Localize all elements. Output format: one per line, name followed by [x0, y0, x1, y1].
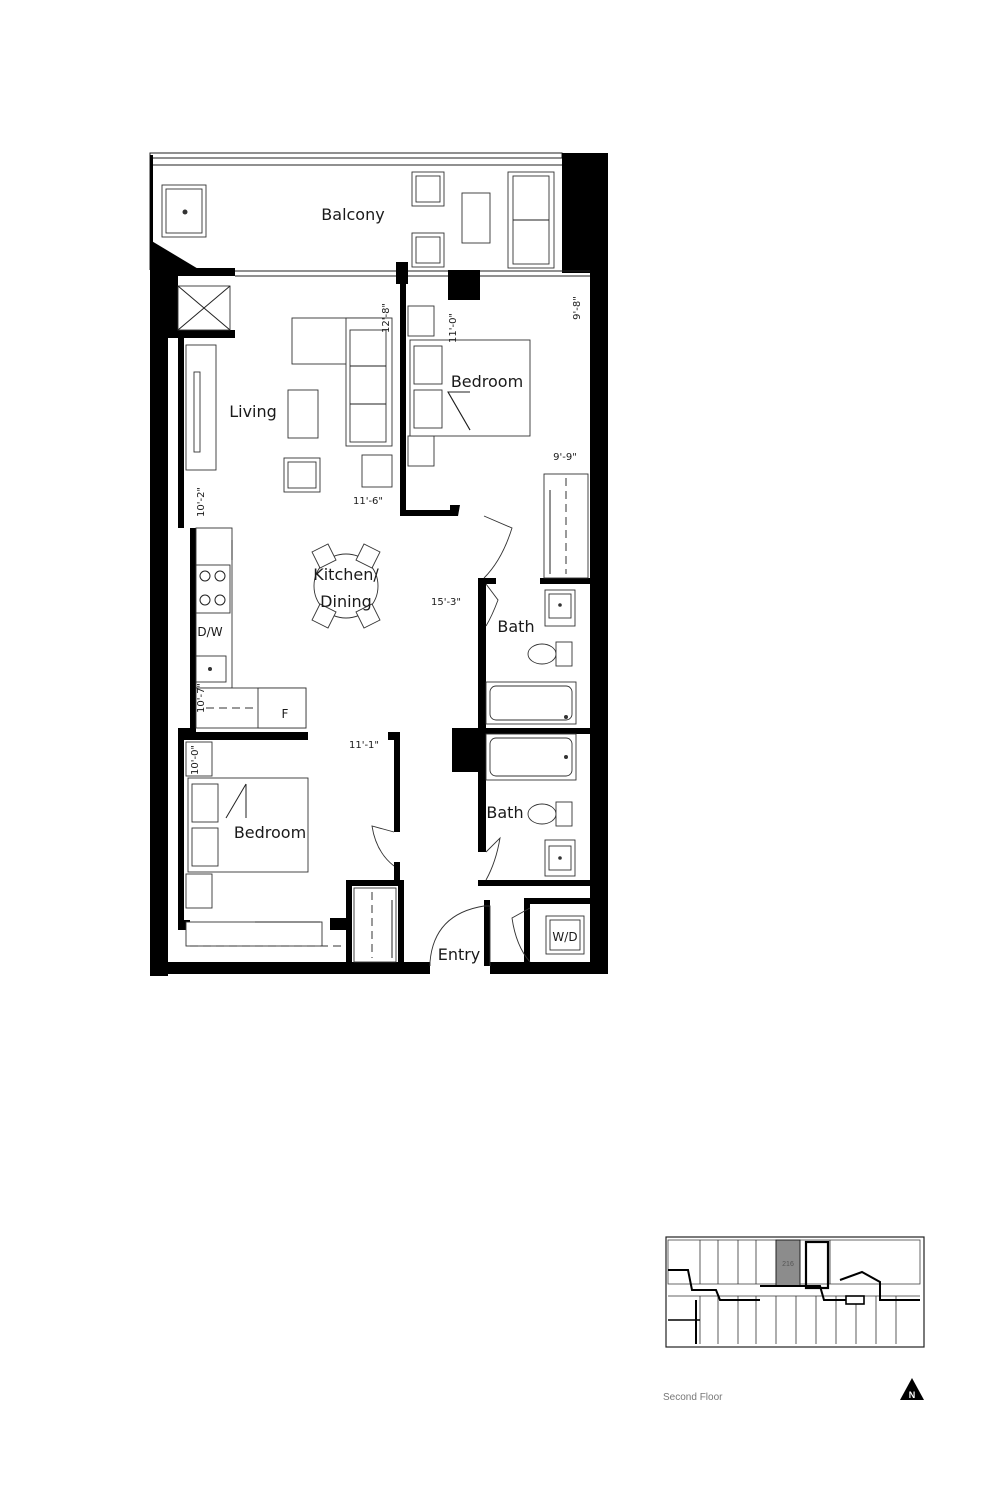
fridge [257, 687, 307, 729]
balcony-area: Balcony [149, 152, 563, 280]
dim-living-side: 10'-2" [196, 487, 207, 517]
room-label-balcony: Balcony [321, 205, 384, 224]
door-bedroom-second[interactable] [371, 825, 395, 867]
nightstand-second-bottom [185, 873, 213, 909]
appliance-washer-dryer: W/D [552, 930, 577, 944]
door-bath-lower[interactable] [485, 836, 501, 881]
room-label-bath-lower: Bath [486, 803, 523, 822]
room-label-bedroom-second: Bedroom [234, 823, 306, 842]
nightstand-bottom [407, 435, 435, 467]
dim-bedroom-second-width: 11'-1" [349, 740, 379, 751]
dining-table [313, 553, 379, 619]
kitchen-area: Kitchen/ Dining [195, 527, 381, 729]
side-table [361, 454, 393, 488]
dim-kitchen-side: 10'-7" [196, 683, 207, 713]
entry-closet [353, 887, 397, 963]
bath-lower-area: Bath [485, 733, 577, 877]
appliance-dishwasher: D/W [197, 625, 222, 639]
room-label-entry: Entry [438, 945, 481, 964]
dim-bedroom-main-height: 11'-0" [448, 313, 459, 343]
laundry-closet [511, 907, 585, 963]
room-label-kitchen-line2: Dining [320, 592, 372, 611]
dim-bedroom-main-width: 9'-9" [553, 452, 577, 463]
bath-upper-area: Bath [485, 589, 577, 725]
toilet-upper [527, 643, 557, 665]
room-label-kitchen-line1: Kitchen/ [313, 565, 379, 584]
walls [150, 153, 608, 976]
north-arrow-icon: N [900, 1378, 924, 1400]
dim-living-height: 12'-8" [381, 303, 392, 333]
appliance-fridge: F [282, 707, 289, 721]
nightstand-second-top [185, 741, 213, 777]
key-plan-floor-label: Second Floor [663, 1392, 723, 1403]
coffee-table [287, 389, 319, 439]
bedroom-main-area: Bedroom [407, 305, 589, 579]
dim-bedroom-main-side: 9'-8" [572, 296, 583, 320]
dim-kitchen-length: 15'-3" [431, 597, 461, 608]
room-label-bath-upper: Bath [497, 617, 534, 636]
entry-door[interactable] [429, 905, 491, 966]
dining-chair [311, 603, 337, 629]
media-console [185, 344, 217, 471]
door-laundry[interactable] [511, 907, 531, 963]
toilet-lower [527, 803, 557, 825]
bedroom-second-area: Bedroom [185, 741, 346, 947]
key-plan-unit-number: 216 [782, 1261, 794, 1268]
key-plan-unit-highlight [775, 1239, 801, 1287]
dining-chair [311, 543, 337, 569]
door-bedroom-main[interactable] [483, 515, 513, 579]
room-label-living: Living [229, 402, 277, 421]
door-bath-upper[interactable] [485, 583, 499, 627]
dining-chair [355, 543, 381, 569]
dining-chair [355, 603, 381, 629]
living-area: Living [177, 285, 393, 493]
dim-living-width: 11'-6" [353, 496, 383, 507]
nightstand-top [407, 305, 435, 337]
key-plan: 216 [665, 1236, 925, 1348]
north-label: N [909, 1390, 916, 1400]
room-label-bedroom-main: Bedroom [451, 372, 523, 391]
dim-bedroom-second-height: 10'-0" [190, 745, 201, 775]
balcony-table [461, 192, 491, 244]
closet-second [185, 921, 323, 947]
